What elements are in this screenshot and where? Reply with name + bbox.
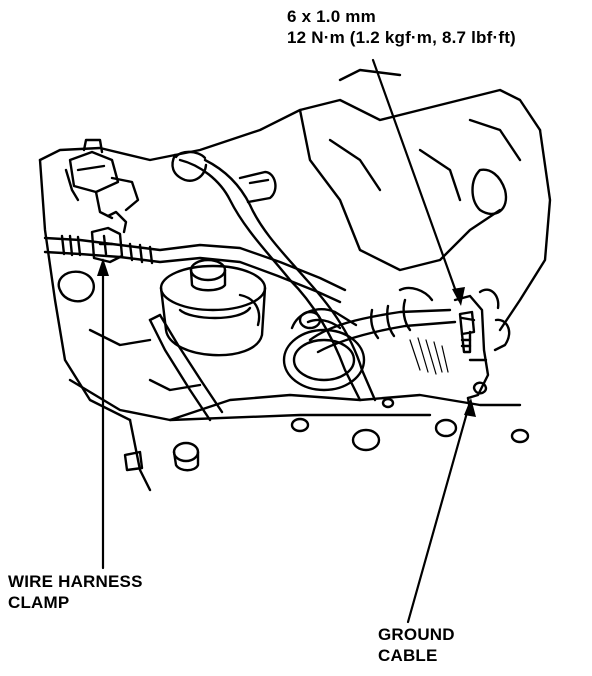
shade-hatching xyxy=(409,337,449,375)
bolt-leader-line xyxy=(371,58,461,302)
ground-arrow-head xyxy=(464,398,476,417)
ground-side-hose xyxy=(308,286,457,354)
outlet-flange xyxy=(282,308,366,392)
clamp-arrow-head xyxy=(97,258,109,276)
ground-label: GROUND xyxy=(378,625,455,644)
filter-canister xyxy=(159,258,267,357)
ground-bolt xyxy=(458,310,476,354)
bolt-spec-callout: 6 x 1.0 mm 12 N·m (1.2 kgf·m, 8.7 lbf·ft… xyxy=(287,6,516,48)
harness-clamp-part xyxy=(90,210,128,264)
bolt-size-label: 6 x 1.0 mm xyxy=(287,7,376,26)
cable-label: CABLE xyxy=(378,646,438,665)
bolt-arrow-head xyxy=(452,287,465,306)
ground-leader-line xyxy=(406,400,472,624)
engine-block-outline xyxy=(38,68,552,422)
leader-lines xyxy=(101,58,472,624)
bolt-torque-label: 12 N·m (1.2 kgf·m, 8.7 lbf·ft) xyxy=(287,28,516,47)
ground-cable-callout: GROUND CABLE xyxy=(378,624,455,666)
bolt-hole-row xyxy=(123,397,530,472)
lower-case-outline xyxy=(57,270,522,492)
coolant-hose xyxy=(171,150,377,402)
support-bracket xyxy=(148,313,224,422)
wire-harness-label: WIRE HARNESS xyxy=(8,572,143,591)
sensor-connector xyxy=(64,138,140,220)
clamp-label: CLAMP xyxy=(8,593,70,612)
wire-harness-clamp-callout: WIRE HARNESS CLAMP xyxy=(8,571,143,613)
